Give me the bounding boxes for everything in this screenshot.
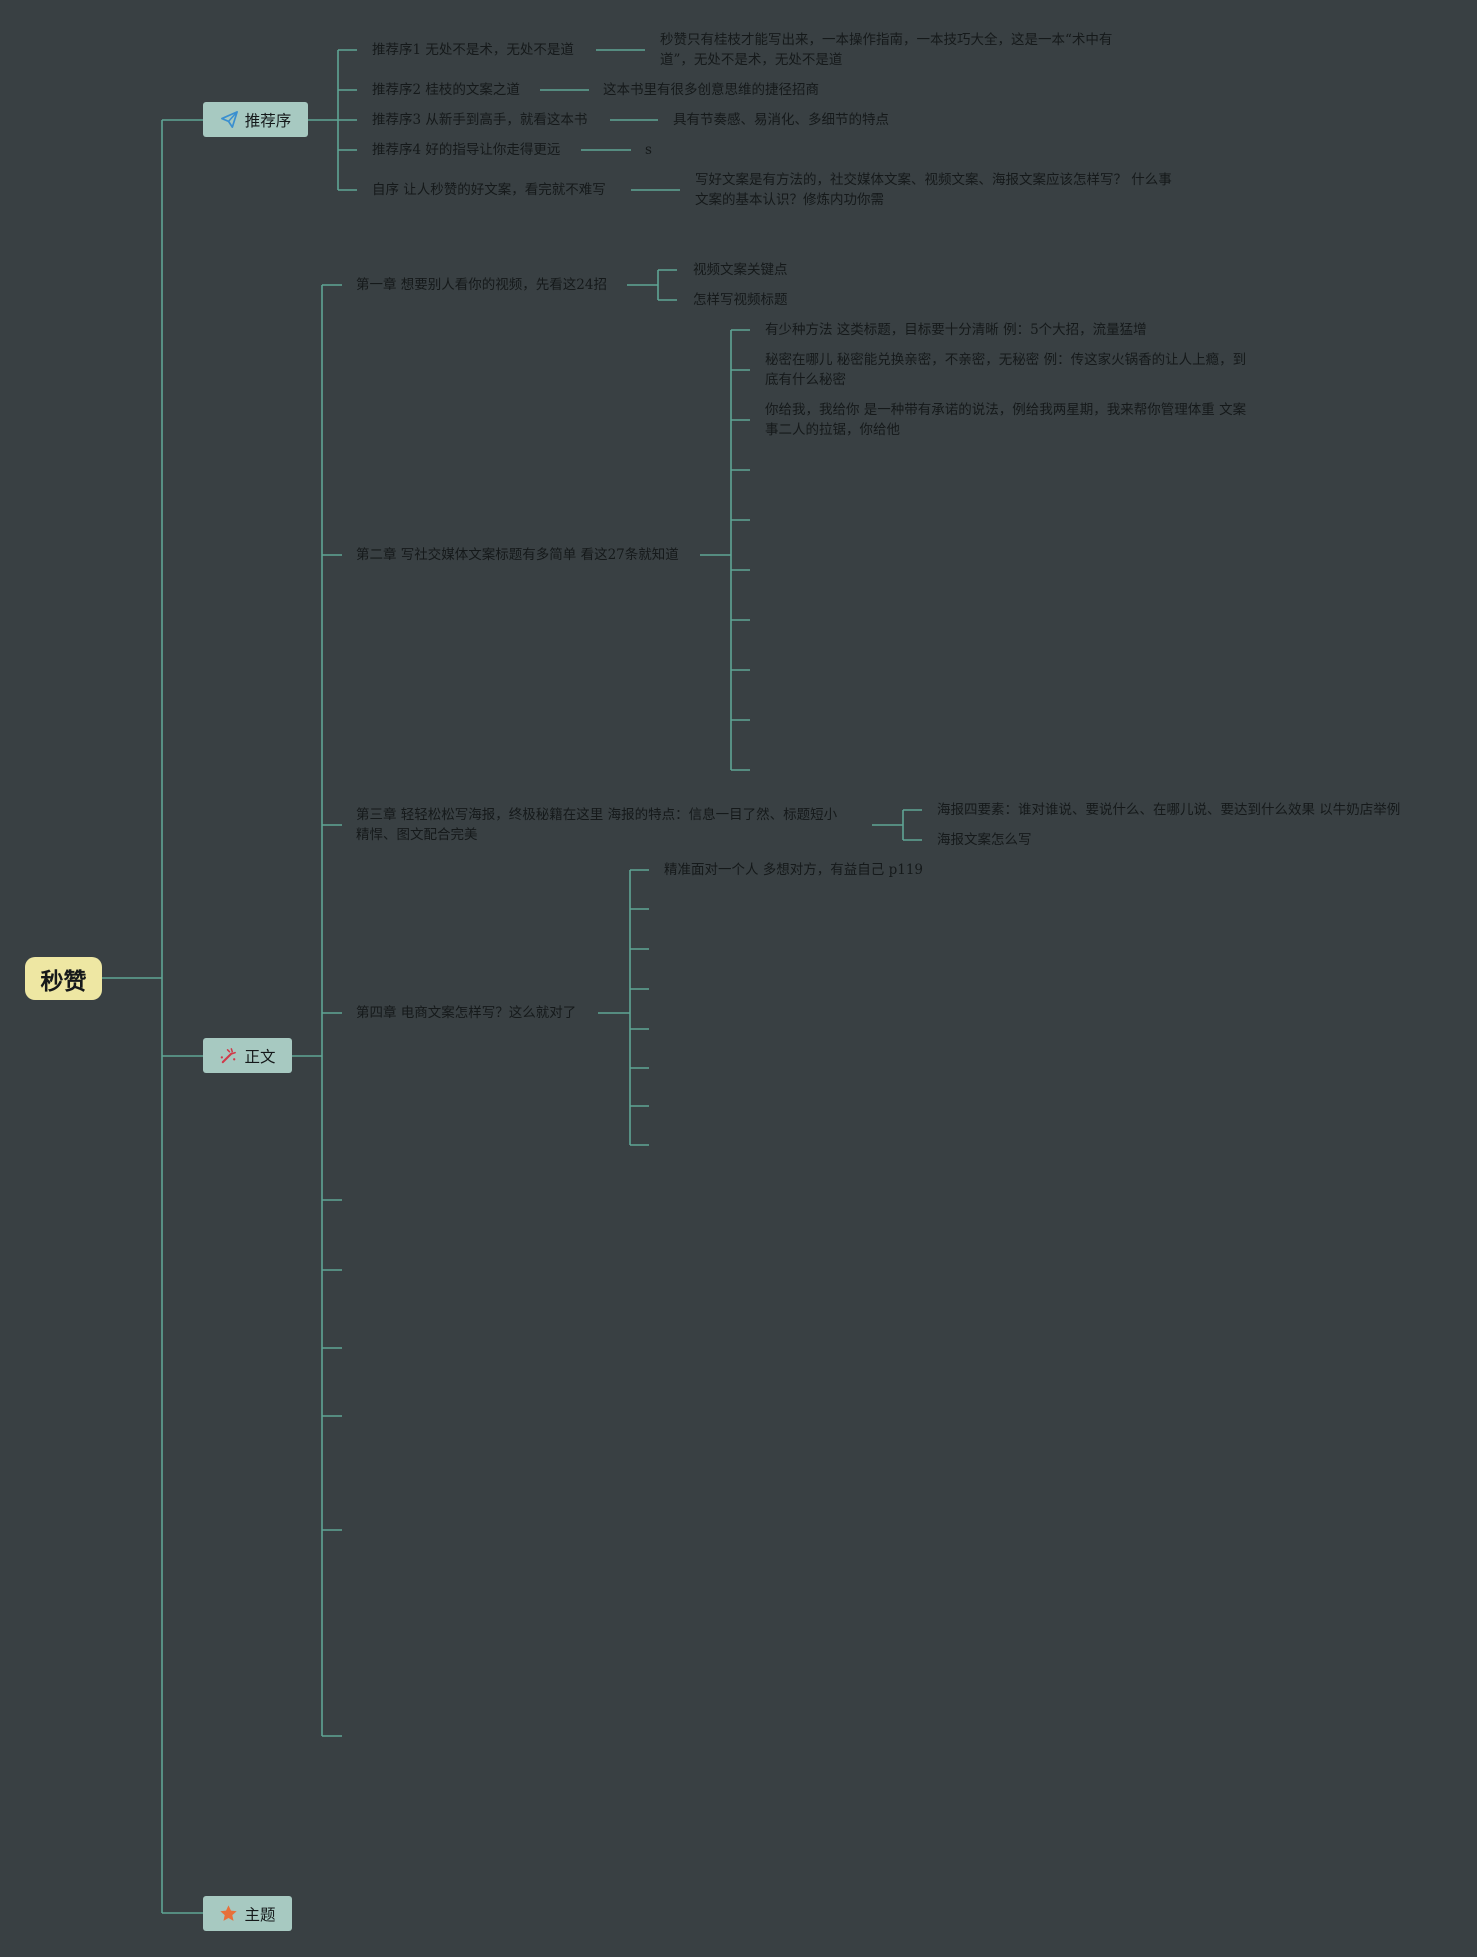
chapter-2-child-1[interactable]: 有少种方法 这类标题，目标要十分清晰 例：5个大招，流量猛增 <box>765 322 1147 338</box>
recommend-item-1[interactable]: 推荐序1 无处不是术，无处不是道 <box>372 42 574 58</box>
branch-theme-label: 主题 <box>244 1905 276 1924</box>
recommend-item-2[interactable]: 推荐序2 桂枝的文案之道 <box>372 82 520 98</box>
magic-wand-icon <box>221 1048 237 1064</box>
recommend-item-5-detail-line2[interactable]: 文案的基本认识？修炼内功你需 <box>695 192 884 208</box>
recommend-item-1-detail-line1[interactable]: 秒赞只有桂枝才能写出来，一本操作指南，一本技巧大全，这是一本“术中有 <box>660 32 1113 48</box>
recommend-item-3[interactable]: 推荐序3 从新手到高手，就看这本书 <box>372 112 588 128</box>
chapter-2-child-3-line2[interactable]: 事二人的拉锯，你给他 <box>765 422 900 438</box>
chapter-3-child-2[interactable]: 海报文案怎么写 <box>937 832 1032 848</box>
branch-recommend[interactable]: 推荐序 <box>203 102 308 137</box>
chapter-2-child-2-line1[interactable]: 秘密在哪儿 秘密能兑换亲密，不亲密，无秘密 例：传这家火锅香的让人上瘾，到 <box>765 352 1247 368</box>
chapter-1[interactable]: 第一章 想要别人看你的视频，先看这24招 <box>356 277 607 293</box>
recommend-item-2-detail[interactable]: 这本书里有很多创意思维的捷径招商 <box>603 82 819 98</box>
paper-plane-icon <box>220 111 238 128</box>
branch-recommend-label: 推荐序 <box>244 111 292 130</box>
chapter-3-line2[interactable]: 精悍、图文配合完美 <box>356 827 478 843</box>
star-icon <box>220 1905 238 1921</box>
chapter-4[interactable]: 第四章 电商文案怎样写？这么就对了 <box>356 1005 577 1021</box>
recommend-item-5-detail-line1[interactable]: 写好文案是有方法的，社交媒体文案、视频文案、海报文案应该怎样写？ 什么事 <box>695 172 1172 188</box>
recommend-item-4-detail[interactable]: s <box>645 142 652 158</box>
chapter-2[interactable]: 第二章 写社交媒体文案标题有多简单 看这27条就知道 <box>356 547 679 563</box>
root-topic[interactable]: 秒赞 <box>25 957 102 1000</box>
chapter-2-child-2-line2[interactable]: 底有什么秘密 <box>765 372 846 388</box>
chapter-4-child-1[interactable]: 精准面对一个人 多想对方，有益自己 p119 <box>664 862 923 878</box>
chapter-3-line1[interactable]: 第三章 轻轻松松写海报，终极秘籍在这里 海报的特点：信息一目了然、标题短小 <box>356 807 838 823</box>
chapter-1-child-1[interactable]: 视频文案关键点 <box>693 262 788 278</box>
chapter-3-child-1[interactable]: 海报四要素：谁对谁说、要说什么、在哪儿说、要达到什么效果 以牛奶店举例 <box>937 802 1401 818</box>
recommend-item-1-detail-line2[interactable]: 道”，无处不是术，无处不是道 <box>660 52 843 68</box>
recommend-item-3-detail[interactable]: 具有节奏感、易消化、多细节的特点 <box>673 112 889 128</box>
chapter-2-child-3-line1[interactable]: 你给我，我给你 是一种带有承诺的说法，例给我两星期，我来帮你管理体重 文案 <box>765 402 1247 418</box>
branch-theme[interactable]: 主题 <box>203 1896 292 1931</box>
branch-body-label: 正文 <box>244 1047 276 1066</box>
recommend-item-4[interactable]: 推荐序4 好的指导让你走得更远 <box>372 142 561 158</box>
branch-body[interactable]: 正文 <box>203 1038 292 1073</box>
chapter-1-child-2[interactable]: 怎样写视频标题 <box>693 292 788 308</box>
recommend-item-5[interactable]: 自序 让人秒赞的好文案，看完就不难写 <box>372 182 606 198</box>
